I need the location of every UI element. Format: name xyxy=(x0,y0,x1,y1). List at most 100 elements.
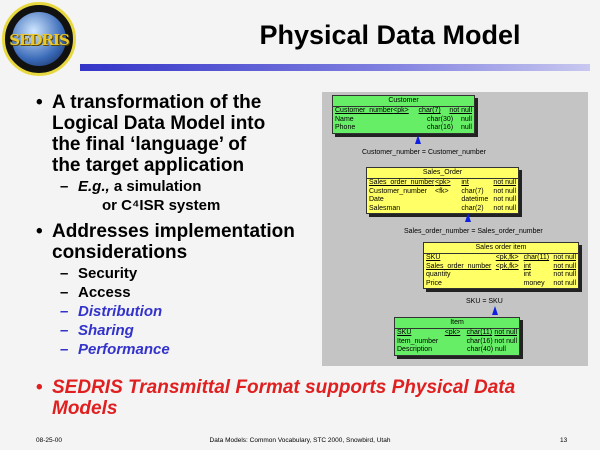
attribute-cell: Price xyxy=(426,279,442,287)
entity-name: Item xyxy=(395,318,519,329)
attribute-cell: not null xyxy=(493,204,516,212)
attribute-cell: <fk> xyxy=(434,187,449,195)
sub-bullet-distribution: Distribution xyxy=(78,303,163,320)
sub-bullet-example: –E.g., a simulation or C⁴ISR system xyxy=(60,178,221,214)
attribute-cell: int xyxy=(523,271,531,278)
attribute-cell xyxy=(445,338,467,347)
attribute-cell: SKU xyxy=(397,329,412,336)
attribute-cell: char(16) xyxy=(427,124,454,131)
attribute-cell: not null xyxy=(553,262,576,270)
relationship-label: Customer_number = Customer_number xyxy=(362,149,486,156)
arrow-icon xyxy=(415,135,421,144)
bullet-implementation: • Addresses implementation consideration… xyxy=(36,221,295,263)
sub-bullet-access: Access xyxy=(78,284,131,301)
footer-page-number: 13 xyxy=(560,437,568,444)
attribute-cell: not null xyxy=(449,107,472,114)
attribute-cell xyxy=(445,346,467,355)
entity-attribute: Price money not null xyxy=(424,280,578,289)
attribute-cell: SKU xyxy=(426,254,441,261)
attribute-cell: Salesman xyxy=(369,204,401,212)
attribute-cell: char(7) xyxy=(461,187,484,195)
entity-name: Customer xyxy=(333,96,474,107)
entity-attribute: Description char(40)null xyxy=(395,346,519,355)
attribute-cell: Date xyxy=(369,196,384,203)
attribute-cell: <pk,fk> xyxy=(495,254,519,261)
attribute-cell: Customer_number xyxy=(369,187,427,195)
attribute-cell: int xyxy=(523,262,531,270)
attribute-cell: char(16) xyxy=(466,337,493,345)
attribute-cell: Customer_number xyxy=(335,107,393,114)
attribute-cell: not null xyxy=(494,337,517,345)
attribute-cell: not null xyxy=(494,329,517,336)
footer-date: 08-25-00 xyxy=(36,437,63,444)
attribute-cell xyxy=(435,205,461,214)
title-divider xyxy=(80,64,590,71)
entity-attribute: Phone char(16) null xyxy=(333,124,474,133)
attribute-cell: char(2) xyxy=(461,204,484,212)
entity-attribute: Name char(30) null xyxy=(333,116,474,125)
entity-attribute: Salesman char(2) not null xyxy=(367,205,518,214)
bullet-list: • A transformation of the Logical Data M… xyxy=(36,92,326,359)
attribute-cell: null xyxy=(495,346,506,353)
attribute-cell: char(11) xyxy=(523,254,550,261)
attribute-cell: <pk> xyxy=(444,329,461,336)
attribute-cell: not null xyxy=(493,196,516,203)
sub-bullet-performance: Performance xyxy=(78,341,170,358)
attribute-cell xyxy=(399,116,427,125)
entity-attribute: Customer_number <fk> char(7) not null xyxy=(367,188,518,197)
attribute-cell: <pk> xyxy=(434,179,451,186)
entity-attribute: SKU <pk,fk> char(11)not null xyxy=(424,254,578,263)
attribute-cell: Name xyxy=(335,115,354,123)
attribute-cell: not null xyxy=(493,187,516,195)
entity-attribute: SKU <pk> char(11)not null xyxy=(395,329,519,338)
entity-name: Sales_Order xyxy=(367,168,518,179)
attribute-cell: char(40) xyxy=(467,346,494,353)
attribute-cell: Sales_order_number xyxy=(369,179,435,186)
arrow-icon xyxy=(465,213,471,222)
entity-attribute: quantity int not null xyxy=(424,271,578,280)
attribute-cell: money xyxy=(523,279,545,287)
sub-bullet-sharing: Sharing xyxy=(78,322,134,339)
slide-title: Physical Data Model xyxy=(259,20,521,50)
arrow-icon xyxy=(492,306,498,315)
attribute-cell: quantity xyxy=(426,271,451,278)
footer-title: Data Models: Common Vocabulary, STC 2000… xyxy=(209,437,391,444)
entity-attribute: Item_number char(16)not null xyxy=(395,338,519,347)
attribute-cell: not null xyxy=(553,279,576,287)
bullet-transformation: • A transformation of the Logical Data M… xyxy=(36,92,266,176)
highlight-bullet: • SEDRIS Transmittal Format supports Phy… xyxy=(36,377,516,419)
attribute-cell: char(7) xyxy=(418,107,441,114)
relationship-label: SKU = SKU xyxy=(466,298,503,305)
attribute-cell: not null xyxy=(553,254,576,261)
attribute-cell: Sales_order_number xyxy=(426,262,492,270)
sub-bullet-list: –Security –Access –Distribution –Sharing… xyxy=(60,265,170,358)
attribute-cell xyxy=(399,124,427,133)
attribute-cell: int xyxy=(461,179,469,186)
attribute-cell: char(11) xyxy=(466,329,493,336)
attribute-cell: null xyxy=(461,115,472,123)
attribute-cell: datetime xyxy=(461,196,489,203)
attribute-cell: Phone xyxy=(335,124,356,131)
sub-bullet-security: Security xyxy=(78,265,138,282)
attribute-cell: not null xyxy=(553,271,576,278)
attribute-cell xyxy=(496,271,524,280)
attribute-cell xyxy=(496,280,524,289)
attribute-cell: Item_number xyxy=(397,337,439,345)
entity-name: Sales order item xyxy=(424,243,578,254)
entity-attribute: Date datetime not null xyxy=(367,196,518,205)
sedris-logo: SEDRIS xyxy=(2,2,76,76)
attribute-cell: Description xyxy=(397,346,433,353)
attribute-cell xyxy=(435,196,461,205)
attribute-cell: null xyxy=(461,124,472,131)
attribute-cell: <pk> xyxy=(393,107,409,114)
relationship-label: Sales_order_number = Sales_order_number xyxy=(404,228,543,235)
entity-attribute: Customer_number<pk> char(7) not null xyxy=(333,107,474,116)
attribute-cell: char(30) xyxy=(427,115,454,123)
